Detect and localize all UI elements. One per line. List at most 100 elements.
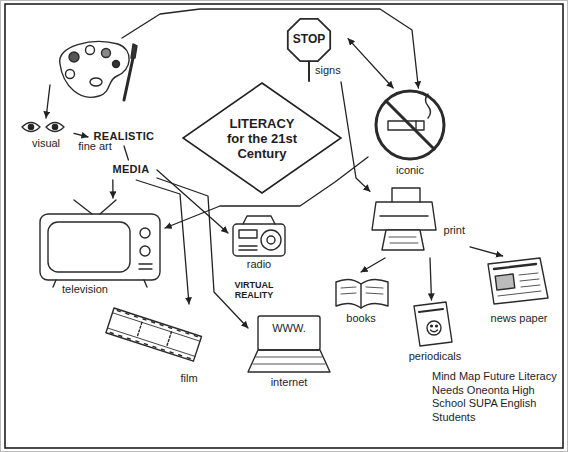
tv-speaker — [139, 268, 152, 269]
arrow-connector — [470, 247, 503, 256]
node-label: periodicals — [408, 350, 463, 363]
node-label: print — [443, 224, 466, 237]
newspaper-sheet — [488, 258, 548, 304]
mind-map-node: fine art — [50, 38, 140, 116]
book-line — [341, 293, 356, 294]
printer-slot — [380, 215, 428, 216]
mind-map-node: television — [35, 198, 165, 298]
no-smoking-slash — [386, 101, 434, 149]
node-label: film — [179, 372, 198, 385]
printer-body — [372, 202, 436, 230]
node-label: MEDIA — [112, 163, 151, 176]
diamond-shape — [183, 83, 341, 193]
mind-map-node: MEDIA — [105, 160, 157, 180]
film-sprockets — [110, 311, 197, 359]
mind-map-node: periodicals — [400, 300, 470, 364]
concept-diamond: LITERACY for the 21st Century — [182, 82, 342, 194]
arrow-connector — [122, 9, 418, 88]
mind-map-node: WWW. internet — [248, 312, 330, 392]
film-body — [106, 308, 202, 361]
arrow-connector — [124, 146, 128, 160]
newspaper-column — [519, 273, 538, 275]
radio-grille — [239, 245, 257, 246]
radio-handle — [243, 216, 275, 224]
arrow-connector — [430, 258, 432, 300]
smiley-eye — [431, 325, 433, 327]
brush-handle — [124, 58, 133, 100]
brush-tip — [131, 44, 137, 58]
magazine-title — [419, 309, 443, 312]
newspaper-photo — [495, 274, 515, 290]
node-label: visual — [31, 137, 61, 150]
sign-post — [308, 62, 310, 82]
laptop-keyboard — [248, 350, 330, 372]
node-label: WWW. — [271, 322, 307, 335]
tv-knob — [140, 228, 150, 238]
film-edge — [108, 328, 195, 356]
book-line — [341, 287, 356, 288]
paper-line — [390, 243, 418, 244]
mind-map-node: iconic — [368, 88, 452, 180]
palette-outline — [60, 42, 129, 98]
eye-pupil — [28, 124, 33, 129]
mind-map-node: visual — [18, 118, 74, 152]
eye-icon — [22, 123, 40, 132]
arrow-connector — [348, 39, 393, 88]
radio-speaker-center — [267, 236, 275, 244]
node-label: news paper — [490, 312, 549, 325]
magazine-cover — [414, 302, 452, 346]
tv-knob — [140, 246, 150, 256]
newspaper-column — [521, 285, 540, 287]
tv-screen — [48, 222, 130, 272]
open-book — [336, 279, 388, 308]
film-strip — [106, 308, 202, 361]
tv-speaker — [139, 263, 152, 264]
eye-pupil — [52, 124, 57, 129]
tv-antenna — [74, 200, 92, 214]
tv-body — [40, 214, 160, 280]
mind-map-node: news paper — [478, 256, 560, 324]
radio-grille — [239, 249, 257, 250]
node-label: books — [345, 312, 376, 325]
mind-map-node: print — [370, 184, 470, 258]
tv-antenna — [100, 200, 116, 214]
mind-map-node: radio — [228, 212, 290, 272]
newspaper-column — [498, 291, 541, 296]
arrow-connector — [341, 82, 370, 191]
film-frame — [166, 332, 171, 347]
node-label: signs — [314, 64, 342, 77]
paint-dab — [66, 70, 75, 79]
smiley-face — [427, 321, 441, 335]
paint-dab — [69, 52, 79, 62]
palette-hole — [90, 78, 102, 86]
printer-paper-out — [382, 230, 424, 250]
stop-octagon — [288, 19, 330, 61]
no-smoking-ring — [376, 91, 444, 159]
arrow-connector — [46, 85, 50, 118]
laptop-screen — [258, 316, 320, 350]
free-label: VIRTUAL REALITY — [228, 280, 280, 300]
radio-dial — [239, 230, 257, 238]
node-label: iconic — [395, 164, 425, 177]
node-label: radio — [246, 258, 272, 271]
smoke — [426, 94, 431, 118]
mind-map-node: REALISTIC — [88, 128, 160, 146]
book-line — [366, 287, 383, 288]
arrow-connector — [136, 180, 189, 304]
paint-dab — [86, 46, 95, 55]
smiley-mouth — [431, 330, 438, 332]
book-line — [366, 293, 383, 294]
node-label: internet — [270, 376, 309, 389]
paint-dab — [102, 49, 111, 58]
mind-map-node: film — [105, 304, 210, 390]
arrow-connector — [74, 133, 88, 137]
arrow-connector — [157, 178, 248, 328]
arrow-connector — [361, 258, 385, 272]
newspaper-column — [520, 279, 539, 281]
arrow-connector — [165, 157, 368, 228]
eye-icon — [46, 123, 64, 132]
tv-leg — [53, 280, 56, 287]
